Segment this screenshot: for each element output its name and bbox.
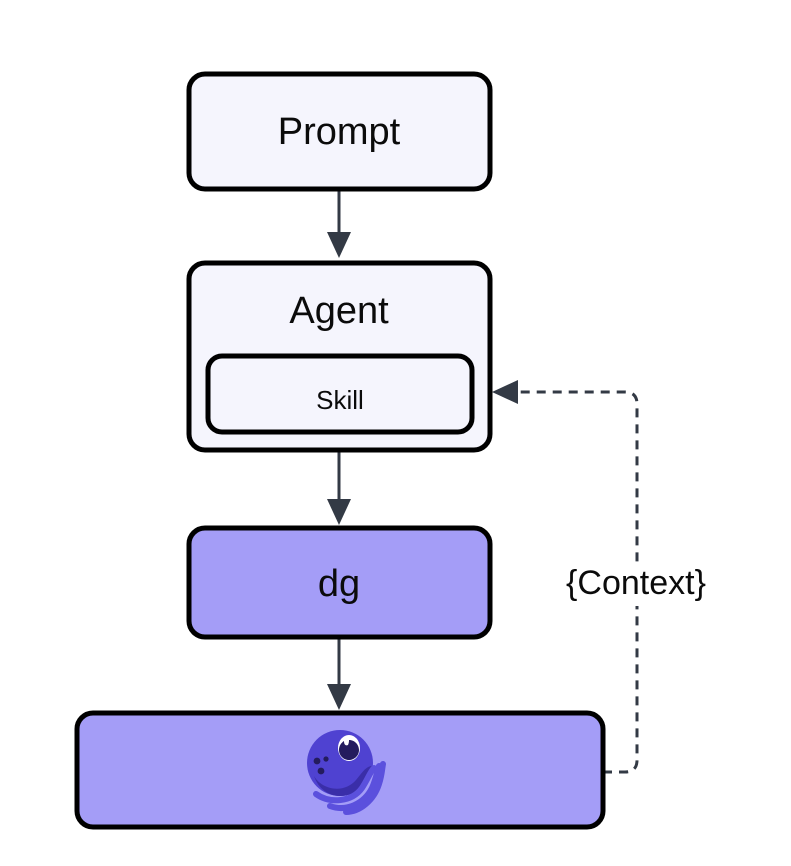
node-agent[interactable]: Agent Skill [186,260,493,453]
context-label-backdrop [540,562,732,606]
edge-label-context: {Context} [566,564,706,602]
edge-octopus-to-agent [492,380,639,774]
node-prompt[interactable]: Prompt [186,71,493,192]
node-dg-shape[interactable] [186,525,493,640]
edge-prompt-to-agent [327,189,351,258]
node-skill-shape[interactable] [205,353,475,435]
edge-dg-to-octopus [327,637,351,710]
node-dg-label: dg [318,563,360,605]
node-skill[interactable]: Skill [205,353,475,435]
node-prompt-label: Prompt [278,111,401,153]
node-octopus[interactable] [74,710,606,830]
node-dg[interactable]: dg [186,525,493,640]
node-skill-label: Skill [316,385,364,415]
node-prompt-shape[interactable] [186,71,493,192]
node-agent-label: Agent [289,290,389,332]
octopus-icon [307,730,386,815]
edge-agent-to-dg [327,450,351,525]
